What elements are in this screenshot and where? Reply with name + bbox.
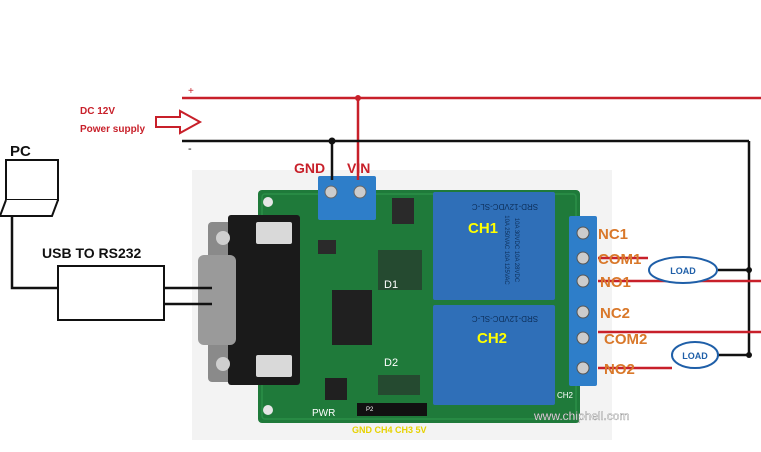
db9-shell: [198, 255, 236, 345]
plus-sign: +: [188, 86, 194, 97]
diode-top: [392, 198, 414, 224]
output-screw: [576, 305, 590, 319]
ch2-label: CH2: [477, 330, 507, 347]
load-2: [671, 341, 719, 369]
output-label-no2: NO2: [604, 361, 635, 378]
junction-dot: [355, 95, 361, 101]
ic-small: [325, 378, 347, 400]
load-1: [648, 256, 718, 284]
gnd-label: GND: [294, 160, 325, 176]
db9-nut: [256, 222, 292, 244]
ch2-small-mark: CH2: [557, 391, 574, 400]
power-subtitle: Power supply: [80, 124, 145, 135]
p2-mark: P2: [366, 407, 374, 413]
junction-dot: [328, 137, 336, 145]
terminal-screw-gnd: [324, 185, 338, 199]
power-arrow-icon: [155, 109, 203, 135]
output-screw: [576, 361, 590, 375]
d2-mark: D2: [384, 357, 398, 369]
header-pin-labels: GND CH4 CH3 5V: [352, 425, 427, 435]
db9-screw: [216, 357, 230, 371]
mount-hole: [263, 197, 273, 207]
pc-label: PC: [10, 143, 31, 160]
relay-rating-a: 10A 250VAC 10A 125VAC: [503, 215, 509, 285]
component-cluster: [378, 250, 422, 290]
db9-body: [228, 215, 300, 385]
output-label-nc1: NC1: [598, 226, 628, 243]
relay-print-2: SRD-12VDC-SL-C: [472, 314, 538, 323]
output-label-com2: COM2: [604, 331, 647, 348]
regulator: [318, 240, 336, 254]
vin-label: VIN: [347, 160, 370, 176]
load-1-label: LOAD: [670, 266, 696, 276]
terminal-screw-vin: [353, 185, 367, 199]
d1-mark: D1: [384, 279, 398, 291]
relay-print-1: SRD-12VDC-SL-C: [472, 202, 538, 211]
load-2-label: LOAD: [682, 351, 708, 361]
ic-chip: [332, 290, 372, 345]
output-screw: [576, 251, 590, 265]
input-terminal-block: [318, 176, 376, 220]
output-screws: [576, 226, 590, 375]
junction-dot: [746, 267, 752, 273]
wires: [10, 96, 761, 370]
usb-rs232-box: [57, 265, 165, 321]
output-screw: [576, 226, 590, 240]
watermark: www.chiphell.com: [533, 409, 629, 423]
relay-ch1: [433, 192, 555, 300]
laptop-icon: [0, 159, 59, 217]
wire-pc-usb: [10, 200, 60, 290]
mount-hole: [263, 405, 273, 415]
relay-rating-b: 10A 30VDC 10A 28VDC: [513, 218, 519, 283]
ch1-label: CH1: [468, 220, 498, 237]
db9-nut: [256, 355, 292, 377]
power-title: DC 12V: [80, 106, 115, 117]
pwr-mark: PWR: [312, 408, 335, 419]
db9-screw: [216, 231, 230, 245]
usb-label: USB TO RS232: [42, 245, 142, 261]
pin-header: [357, 403, 427, 416]
output-label-com1: COM1: [598, 251, 641, 268]
output-label-no1: NO1: [600, 274, 631, 291]
minus-sign: -: [188, 143, 192, 155]
component-cluster: [378, 375, 420, 395]
output-terminal-block: [569, 216, 597, 386]
output-screw: [576, 274, 590, 288]
output-screw: [576, 331, 590, 345]
junction-dot: [746, 352, 752, 358]
relay-ch2: [433, 305, 555, 405]
output-label-nc2: NC2: [600, 305, 630, 322]
